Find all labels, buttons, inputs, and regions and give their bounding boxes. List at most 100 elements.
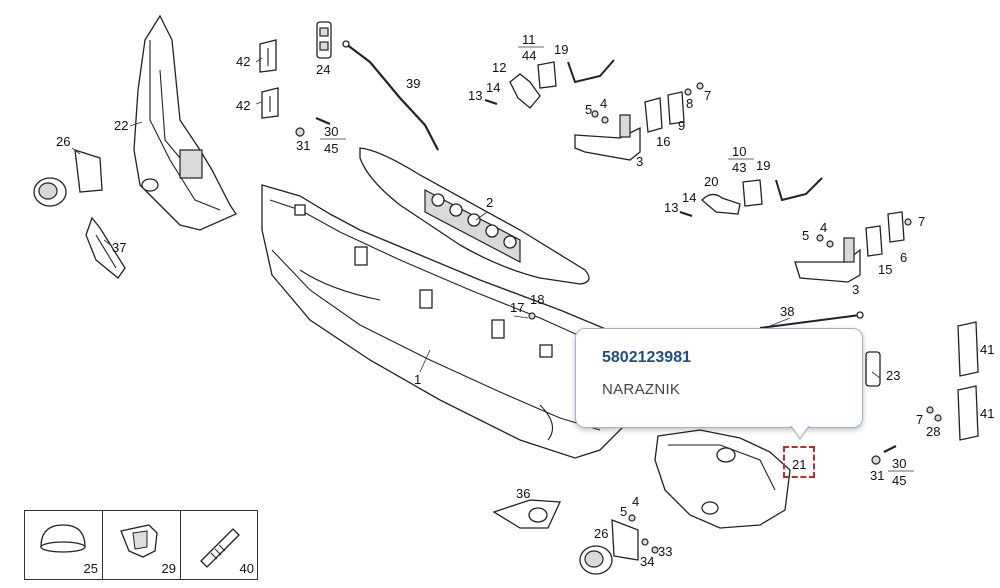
callout-13a: 13 bbox=[468, 88, 482, 103]
fraction-10-43: 10 43 bbox=[728, 144, 754, 175]
callout-7a: 7 bbox=[704, 88, 711, 103]
callout-19a: 19 bbox=[554, 42, 568, 57]
callout-26a: 26 bbox=[56, 134, 70, 149]
leader-lines bbox=[71, 57, 881, 379]
callout-42a: 42 bbox=[236, 54, 250, 69]
rod-39-part[interactable] bbox=[342, 40, 439, 151]
callout-1: 1 bbox=[414, 372, 421, 387]
bracket-42a-part[interactable] bbox=[259, 39, 277, 73]
callout-42b: 42 bbox=[236, 98, 250, 113]
callout-31b: 31 bbox=[870, 468, 884, 483]
svg-text:45: 45 bbox=[324, 141, 338, 156]
callout-14a: 14 bbox=[486, 80, 500, 95]
legend-box: 25 29 40 bbox=[24, 510, 258, 580]
callout-9: 9 bbox=[678, 118, 685, 133]
callout-14b: 14 bbox=[682, 190, 696, 205]
callout-26b: 26 bbox=[594, 526, 608, 541]
corner-piece-37-part[interactable] bbox=[85, 216, 126, 279]
callout-34: 34 bbox=[640, 554, 654, 569]
callout-4c: 4 bbox=[632, 494, 639, 509]
fasteners bbox=[295, 82, 942, 554]
callout-24: 24 bbox=[316, 62, 330, 77]
strip-19b-part[interactable] bbox=[775, 177, 823, 202]
callout-36: 36 bbox=[516, 486, 530, 501]
bracket-42b-part[interactable] bbox=[261, 87, 279, 119]
fraction-30-45b: 30 45 bbox=[888, 456, 914, 488]
callout-5c: 5 bbox=[620, 504, 627, 519]
svg-text:30: 30 bbox=[892, 456, 906, 471]
svg-text:43: 43 bbox=[732, 160, 746, 175]
callout-20: 20 bbox=[704, 174, 718, 189]
callout-39: 39 bbox=[406, 76, 420, 91]
callout-23: 23 bbox=[886, 368, 900, 383]
callout-33: 33 bbox=[658, 544, 672, 559]
callout-16: 16 bbox=[656, 134, 670, 149]
fog-lamp-26b-part[interactable] bbox=[579, 519, 639, 575]
callout-4a: 4 bbox=[600, 96, 607, 111]
plate-9-part[interactable] bbox=[667, 91, 685, 125]
plate-16-part[interactable] bbox=[644, 97, 663, 133]
callout-3a: 3 bbox=[636, 154, 643, 169]
plate-15-part[interactable] bbox=[865, 225, 883, 257]
callout-5a: 5 bbox=[585, 102, 592, 117]
dome-cap-icon bbox=[40, 524, 86, 553]
callout-37: 37 bbox=[112, 240, 126, 255]
svg-text:30: 30 bbox=[324, 124, 338, 139]
callout-12: 12 bbox=[492, 60, 506, 75]
callout-17: 17 bbox=[510, 300, 524, 315]
plate-41b-part[interactable] bbox=[957, 385, 979, 441]
callout-28: 28 bbox=[926, 424, 940, 439]
legend-number: 25 bbox=[83, 561, 98, 576]
plug-icon bbox=[200, 528, 240, 568]
plate-43-part[interactable] bbox=[742, 179, 763, 207]
callout-21: 21 bbox=[792, 457, 806, 472]
callout-labels: 1 2 3 3 4 4 4 5 5 5 6 7 7 7 8 9 12 13 13… bbox=[56, 42, 994, 569]
strip-19a-part[interactable] bbox=[567, 59, 615, 84]
callout-19b: 19 bbox=[756, 158, 770, 173]
callout-7c: 7 bbox=[916, 412, 923, 427]
legend-item-40[interactable]: 40 bbox=[181, 511, 258, 579]
callout-2: 2 bbox=[486, 195, 493, 210]
svg-text:11: 11 bbox=[522, 32, 536, 47]
hinge-20-part[interactable] bbox=[701, 193, 741, 215]
rod-38-part[interactable] bbox=[759, 311, 864, 329]
callout-4b: 4 bbox=[820, 220, 827, 235]
callout-3b: 3 bbox=[852, 282, 859, 297]
callout-6: 6 bbox=[900, 250, 907, 265]
fog-lamp-26a-part[interactable] bbox=[33, 149, 103, 207]
callout-18: 18 bbox=[530, 292, 544, 307]
bracket-3b-part[interactable] bbox=[794, 237, 861, 283]
svg-text:44: 44 bbox=[522, 48, 536, 63]
hinge-23-part[interactable] bbox=[865, 351, 881, 387]
plate-44-part[interactable] bbox=[537, 61, 557, 89]
callout-8: 8 bbox=[686, 96, 693, 111]
callout-41b: 41 bbox=[980, 406, 994, 421]
part-tooltip: 5802123981 NARAZNIK bbox=[575, 328, 863, 428]
right-side-panel-part[interactable] bbox=[654, 429, 791, 529]
hinge-24-part[interactable] bbox=[316, 21, 332, 59]
plate-41a-part[interactable] bbox=[957, 321, 979, 377]
left-side-panel-part[interactable] bbox=[133, 14, 237, 231]
callout-38: 38 bbox=[780, 304, 794, 319]
svg-text:10: 10 bbox=[732, 144, 746, 159]
legend-number: 40 bbox=[239, 561, 254, 576]
legend-item-29[interactable]: 29 bbox=[103, 511, 181, 579]
plate-6-part[interactable] bbox=[887, 211, 905, 243]
callout-15: 15 bbox=[878, 262, 892, 277]
grille-part[interactable] bbox=[359, 147, 590, 285]
callout-41a: 41 bbox=[980, 342, 994, 357]
fraction-30-45a: 30 45 bbox=[320, 124, 346, 156]
part-number[interactable]: 5802123981 bbox=[602, 349, 691, 366]
hinge-12-part[interactable] bbox=[509, 73, 541, 109]
clip-icon bbox=[120, 524, 158, 558]
callout-22: 22 bbox=[114, 118, 128, 133]
fraction-11-44: 11 44 bbox=[518, 32, 544, 63]
selected-part-highlight[interactable] bbox=[783, 446, 815, 478]
tooltip-pointer-inner bbox=[791, 425, 809, 438]
legend-item-25[interactable]: 25 bbox=[25, 511, 103, 579]
bracket-3a-part[interactable] bbox=[574, 114, 641, 161]
legend-number: 29 bbox=[161, 561, 176, 576]
callout-5b: 5 bbox=[802, 228, 809, 243]
corner-piece-36-part[interactable] bbox=[492, 499, 561, 529]
